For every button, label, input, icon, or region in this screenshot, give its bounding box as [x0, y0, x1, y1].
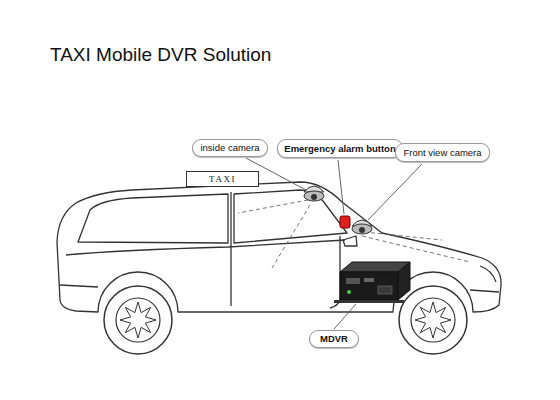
leader-line — [368, 164, 422, 220]
emergency-button — [340, 216, 350, 228]
diagram-title: TAXI Mobile DVR Solution — [50, 44, 271, 66]
callout-box: inside camera — [192, 139, 268, 157]
callout-box: Front view camera — [395, 143, 490, 162]
view-line — [272, 205, 310, 268]
node-text: Emergency alarm button — [278, 140, 402, 157]
view-line — [364, 232, 442, 240]
node-text: TAXI — [187, 172, 258, 186]
inside-camera — [304, 186, 324, 201]
front-bumper — [470, 290, 499, 292]
side-mirror — [343, 236, 357, 246]
view-line — [238, 200, 308, 213]
headlight — [480, 266, 496, 282]
wheel — [104, 286, 172, 354]
rear-window — [78, 194, 228, 243]
node-text: MDVR — [310, 331, 358, 347]
front-window — [234, 190, 347, 243]
door-line — [230, 192, 231, 306]
leader-line — [338, 160, 344, 214]
wheel — [399, 286, 467, 354]
leader-line — [334, 304, 356, 329]
callout-box: Emergency alarm button — [277, 139, 403, 158]
taxi-sign: TAXI — [186, 171, 259, 187]
view-line — [362, 236, 470, 262]
mdvr-device — [334, 262, 410, 303]
node-text: Front view camera — [396, 144, 489, 161]
node-text: inside camera — [193, 140, 267, 156]
callout-box: MDVR — [309, 330, 359, 348]
rear-bumper — [60, 285, 98, 287]
belt-line — [66, 240, 345, 255]
door-line — [330, 236, 340, 308]
front-camera — [352, 220, 372, 234]
